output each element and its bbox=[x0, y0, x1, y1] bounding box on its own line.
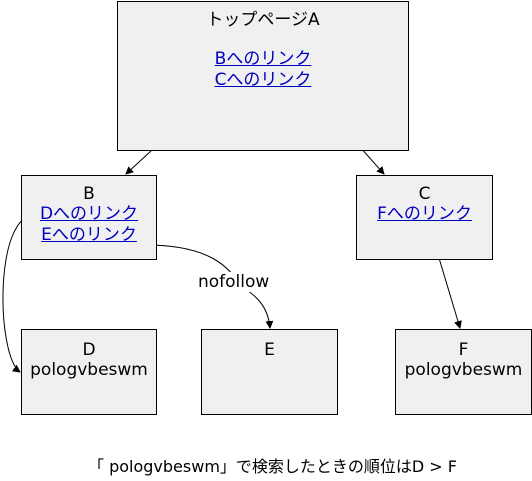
page-b-title: B bbox=[83, 184, 95, 204]
page-f-box: F pologvbeswm bbox=[395, 329, 532, 415]
page-f-title: F bbox=[458, 340, 469, 360]
link-to-b[interactable]: Bへのリンク bbox=[214, 49, 312, 69]
nofollow-label: nofollow bbox=[198, 272, 270, 292]
link-to-d[interactable]: Dへのリンク bbox=[39, 204, 139, 224]
page-d-title: D bbox=[82, 340, 96, 360]
link-to-f[interactable]: Fへのリンク bbox=[377, 204, 472, 224]
page-c-title: C bbox=[418, 184, 431, 204]
page-d-box: D pologvbeswm bbox=[21, 329, 157, 415]
page-e-box: E bbox=[201, 329, 338, 415]
page-b-box: B Dへのリンク Eへのリンク bbox=[21, 175, 157, 260]
top-page-a-box: トップページA Bへのリンク Cへのリンク bbox=[117, 1, 409, 151]
page-f-keyword: pologvbeswm bbox=[404, 360, 523, 380]
top-page-title: トップページA bbox=[206, 10, 320, 30]
link-to-c[interactable]: Cへのリンク bbox=[214, 70, 312, 90]
page-c-box: C Fへのリンク bbox=[356, 175, 493, 260]
page-e-title: E bbox=[264, 340, 275, 360]
link-to-e[interactable]: Eへのリンク bbox=[41, 225, 137, 245]
caption: 「 pologvbeswm」で検索したときの順位はD > F bbox=[88, 457, 458, 476]
page-d-keyword: pologvbeswm bbox=[30, 360, 148, 380]
